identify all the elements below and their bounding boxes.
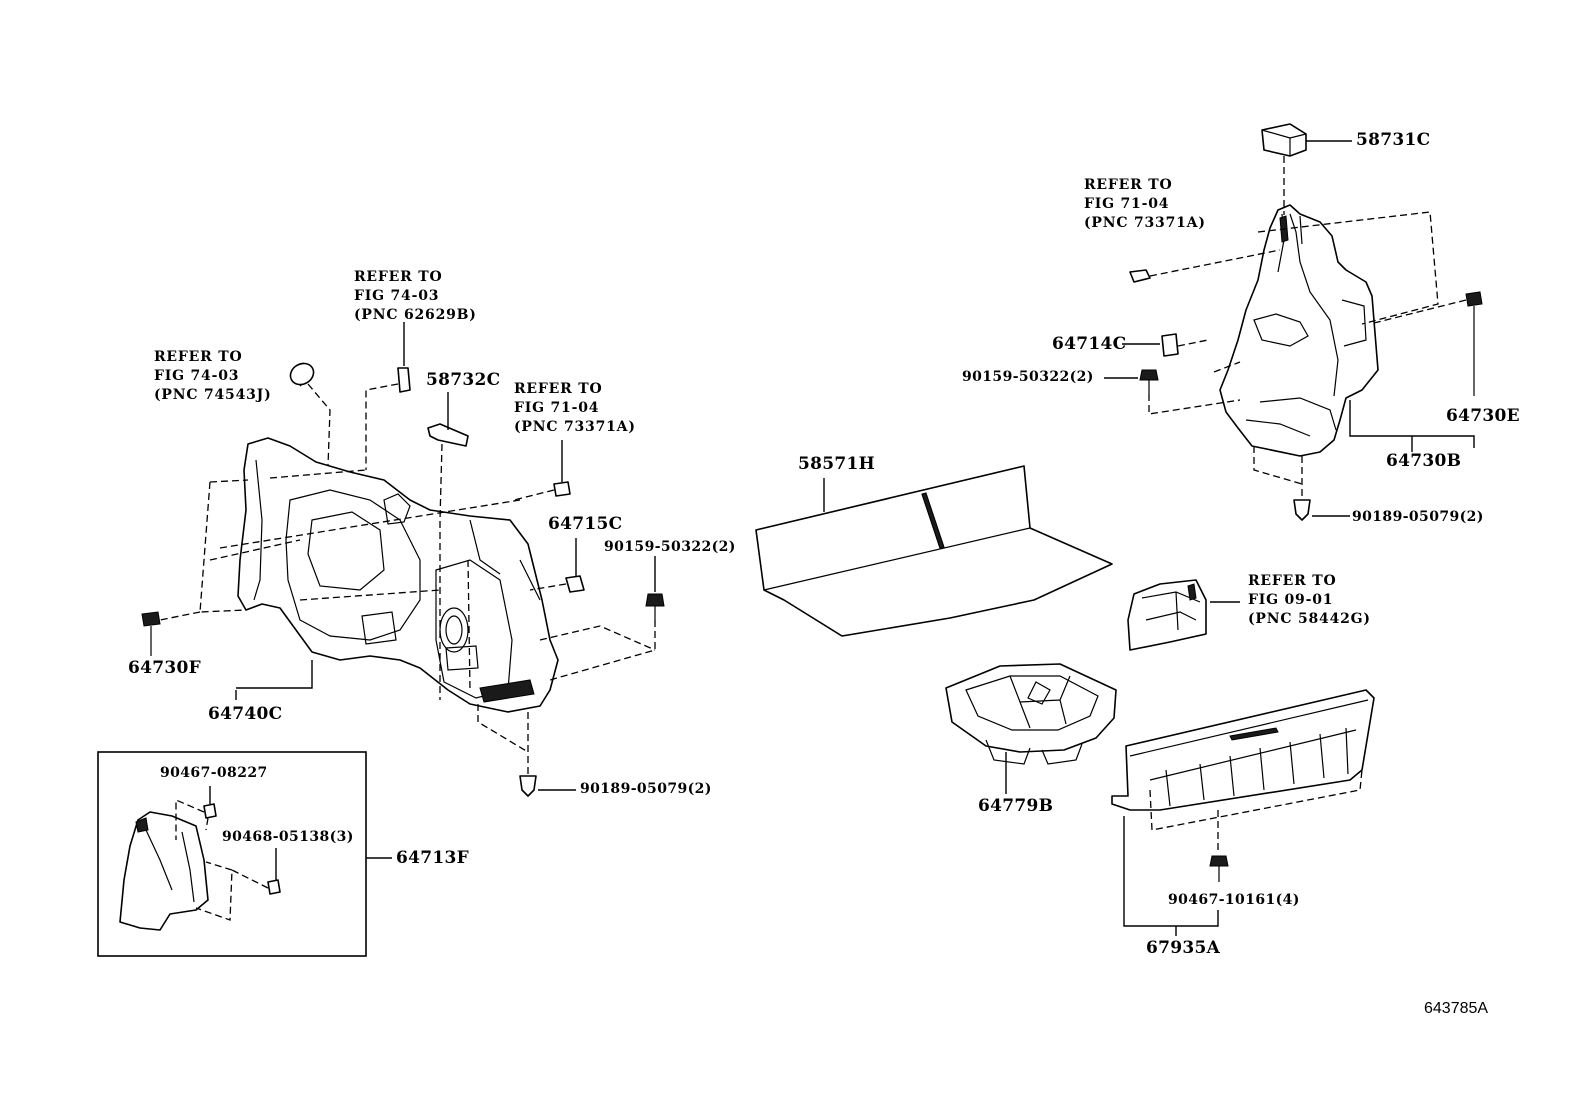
part-58571H-deck-board (755, 465, 1113, 637)
screw-90159-right-icon (1139, 369, 1159, 394)
label-64730E: 64730E (1446, 406, 1520, 426)
part-64713F-panel (119, 811, 209, 931)
label-67935A: 67935A (1146, 938, 1221, 958)
label-90189-left: 90189-05079(2) (580, 781, 712, 797)
dash-62629B (365, 383, 399, 470)
refer-line-2: FIG 74-03 (154, 368, 240, 384)
dash-90189-left (477, 704, 529, 774)
label-90189-right: 90189-05079(2) (1352, 509, 1484, 525)
refer-line-2: FIG 74-03 (354, 288, 440, 304)
dash-90467-08227 (175, 799, 209, 840)
refer-line-1: REFER TO (514, 381, 603, 397)
dash-left-trim (159, 469, 521, 691)
part-58731C-cap (1261, 123, 1307, 157)
screw-90467-10161-icon (1209, 855, 1229, 882)
dash-aux (299, 383, 303, 387)
dash-64714C (1177, 339, 1209, 347)
label-64740C: 64740C (208, 704, 283, 724)
part-74543J-cap (289, 362, 315, 386)
refer-to-left-3: REFER TO FIG 71-04 (PNC 73371A) (514, 380, 636, 437)
refer-line-1: REFER TO (154, 349, 243, 365)
part-64779B-tool-tray (945, 663, 1117, 765)
clip-90468-05138-icon (267, 879, 281, 895)
dash-73371A-left (513, 489, 555, 501)
label-64730B: 64730B (1386, 451, 1462, 471)
part-58732C-bracket (427, 423, 469, 447)
label-58731C: 58731C (1356, 130, 1431, 150)
screw-90159-left-icon (645, 593, 665, 620)
refer-line-2: FIG 09-01 (1248, 592, 1334, 608)
part-73371A-clip-left (553, 481, 571, 497)
inset-box (97, 751, 367, 957)
label-64714C: 64714C (1052, 334, 1127, 354)
refer-line-1: REFER TO (1248, 573, 1337, 589)
dash-right-top (1149, 211, 1439, 325)
label-64779B: 64779B (978, 796, 1054, 816)
clip-90189-right-icon (1293, 499, 1311, 521)
label-64730F: 64730F (128, 658, 202, 678)
refer-to-left-2: REFER TO FIG 74-03 (PNC 74543J) (154, 348, 272, 405)
clip-64730E-icon (1465, 291, 1483, 396)
clip-90467-08227-icon (203, 803, 217, 819)
part-64715C-bracket (565, 575, 585, 593)
refer-to-middle: REFER TO FIG 09-01 (PNC 58442G) (1248, 572, 1371, 629)
part-64714C-clip (1161, 333, 1179, 357)
bracket-64740C (235, 660, 313, 700)
dash-90159-right (1148, 361, 1241, 415)
part-64730B-side-trim (1219, 204, 1379, 457)
dash-90468 (195, 861, 269, 921)
part-58442G-tool-bag (1127, 579, 1207, 651)
clip-90189-left-icon (519, 775, 537, 797)
label-90467-08227: 90467-08227 (160, 765, 268, 781)
refer-line-3: (PNC 62629B) (354, 307, 477, 323)
figure-code: 643785A (1424, 1000, 1489, 1017)
label-58571H: 58571H (798, 454, 876, 474)
dash-90159-left (539, 620, 656, 681)
dash-90189-right (1253, 446, 1303, 498)
refer-to-left-1: REFER TO FIG 74-03 (PNC 62629B) (354, 268, 477, 325)
refer-line-2: FIG 71-04 (514, 400, 600, 416)
bracket-67935A (1123, 816, 1219, 936)
refer-line-1: REFER TO (354, 269, 443, 285)
refer-line-3: (PNC 74543J) (154, 387, 272, 403)
label-58732C: 58732C (426, 370, 501, 390)
part-73371A-clip-right (1129, 269, 1151, 283)
refer-line-2: FIG 71-04 (1084, 196, 1170, 212)
refer-line-3: (PNC 58442G) (1248, 611, 1371, 627)
refer-to-right-top: REFER TO FIG 71-04 (PNC 73371A) (1084, 176, 1206, 233)
label-64715C: 64715C (548, 514, 623, 534)
part-62629B-clip (397, 367, 411, 393)
dash-67935A (1149, 769, 1363, 852)
label-90467-10161: 90467-10161(4) (1168, 892, 1300, 908)
label-90159-right: 90159-50322(2) (962, 369, 1094, 385)
clip-64730F-icon (141, 611, 161, 656)
dash-58732C (439, 443, 443, 700)
label-90468-05138: 90468-05138(3) (222, 829, 354, 845)
refer-line-3: (PNC 73371A) (514, 419, 636, 435)
dash-74543J (307, 383, 331, 467)
label-90159-left: 90159-50322(2) (604, 539, 736, 555)
dash-64730E (1369, 299, 1467, 325)
refer-line-3: (PNC 73371A) (1084, 215, 1206, 231)
label-64713F: 64713F (396, 848, 470, 868)
part-67935A-sill-plate (1111, 689, 1375, 811)
refer-line-1: REFER TO (1084, 177, 1173, 193)
dash-64715C (529, 583, 567, 591)
part-64740C-side-trim (237, 437, 559, 713)
